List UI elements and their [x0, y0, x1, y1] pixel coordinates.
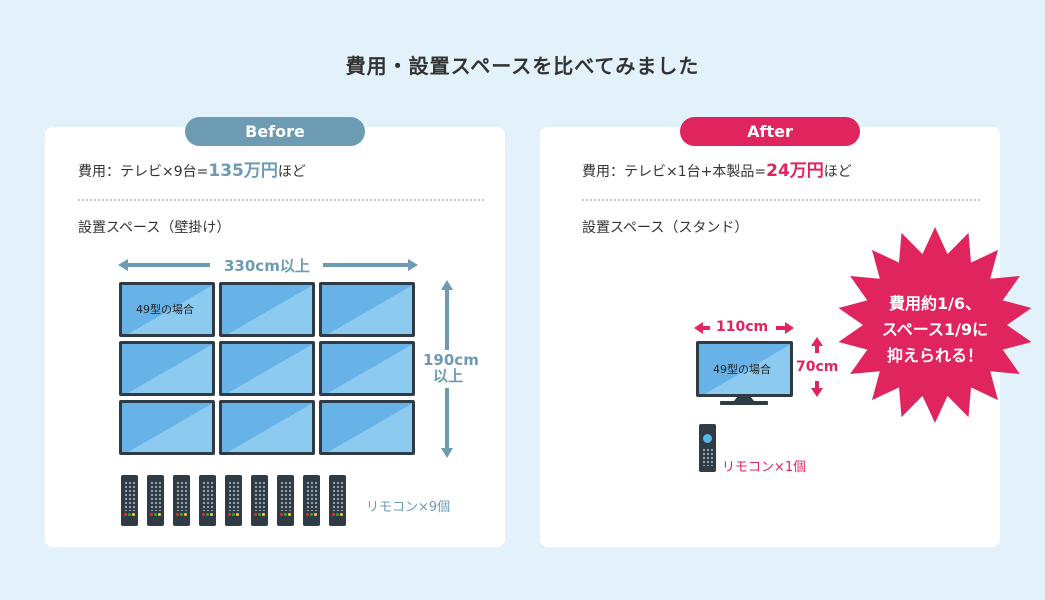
remote-icon — [199, 475, 216, 526]
before-tv — [219, 282, 315, 337]
before-cost-prefix: 費用：テレビ×9台= — [78, 164, 209, 180]
before-width-arrow — [118, 259, 418, 271]
after-cost-amount: 24万円 — [766, 161, 824, 181]
before-tv: 49型の場合 — [119, 282, 215, 337]
before-width-label: 330cm以上 — [224, 257, 310, 275]
before-tv — [119, 341, 215, 396]
before-panel — [45, 127, 505, 547]
before-cost-amount: 135万円 — [208, 161, 278, 181]
remote-icon — [303, 475, 320, 526]
before-remote-label: リモコン×9個 — [366, 500, 451, 515]
callout-text: 費用約1/6、 スペース1/9に 抑えられる！ — [835, 291, 1035, 369]
after-remote-label: リモコン×1個 — [722, 460, 807, 475]
before-tv — [319, 282, 415, 337]
before-height-value: 190cm — [423, 351, 479, 369]
after-height-label: 70cm — [796, 359, 839, 375]
before-tv — [119, 400, 215, 455]
remote-icon — [121, 475, 138, 526]
after-width-label: 110cm — [716, 319, 769, 335]
before-cost-line: 費用：テレビ×9台=135万円ほど — [78, 160, 306, 182]
remote-icon — [173, 475, 190, 526]
callout-line-1: 費用約1/6、 — [888, 294, 982, 313]
before-cost-suffix: ほど — [277, 164, 306, 180]
after-divider — [582, 199, 980, 201]
callout-line-3: 抑えられる！ — [886, 346, 983, 365]
before-height-label: 190cm 以上 — [423, 351, 479, 385]
remote-icon — [277, 475, 294, 526]
callout-burst — [838, 227, 1032, 423]
burst-shape — [838, 227, 1032, 423]
before-height-arrow — [441, 280, 453, 458]
before-divider — [78, 199, 484, 201]
before-tv — [219, 400, 315, 455]
after-badge: After — [680, 117, 860, 146]
after-cost-suffix: ほど — [823, 164, 852, 180]
page-title: 費用・設置スペースを比べてみました — [345, 54, 700, 78]
after-width-arrow — [694, 322, 794, 334]
after-height-arrow — [811, 337, 823, 397]
before-space-label: 設置スペース（壁掛け） — [78, 220, 231, 236]
before-tv — [319, 341, 415, 396]
before-height-suffix: 以上 — [432, 367, 463, 385]
before-tv-label: 49型の場合 — [136, 303, 194, 316]
after-tv: 49型の場合 — [696, 341, 793, 397]
after-cost-prefix: 費用：テレビ×1台+本製品= — [582, 164, 767, 180]
before-tv — [219, 341, 315, 396]
after-tv-label: 49型の場合 — [713, 363, 771, 376]
after-space-label: 設置スペース（スタンド） — [582, 220, 749, 236]
remote-icon — [147, 475, 164, 526]
remote-icon — [329, 475, 346, 526]
remote-icon — [251, 475, 268, 526]
remote-icon — [225, 475, 242, 526]
before-badge: Before — [185, 117, 365, 146]
before-tv — [319, 400, 415, 455]
after-remote — [699, 424, 716, 472]
after-cost-line: 費用：テレビ×1台+本製品=24万円ほど — [582, 160, 852, 182]
callout-line-2: スペース1/9に — [881, 320, 989, 339]
after-tv-stand — [720, 396, 768, 405]
